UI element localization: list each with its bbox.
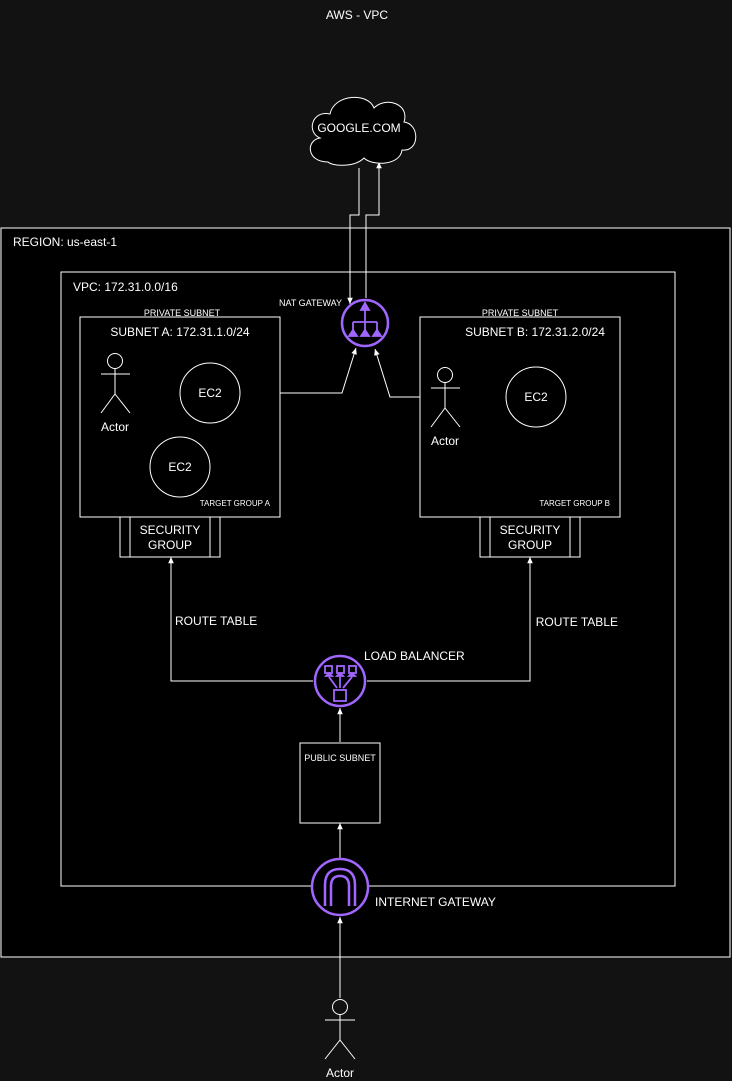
subnet-b-caption: PRIVATE SUBNET xyxy=(482,308,559,318)
internet-gateway-arch-outer xyxy=(323,867,357,906)
ec2-a1-node[interactable] xyxy=(179,362,241,424)
subnet-a[interactable]: PRIVATE SUBNET SUBNET A: 172.31.1.0/24 A… xyxy=(79,308,281,518)
actor-b-icon xyxy=(430,367,461,428)
route-table-a-label: ROUTE TABLE xyxy=(175,614,257,628)
load-balancer-label: LOAD BALANCER xyxy=(364,649,465,663)
nat-gateway-glyph xyxy=(347,301,383,337)
diagram-title: AWS - VPC xyxy=(326,8,389,22)
ec2-a2-label: EC2 xyxy=(168,460,192,474)
security-group-a-label-2: GROUP xyxy=(148,538,192,552)
security-group-a[interactable]: SECURITY GROUP xyxy=(119,516,221,558)
internet-gateway-icon xyxy=(310,857,370,917)
actor-a-label: Actor xyxy=(101,420,129,434)
edge-lb-to-sg-a xyxy=(168,557,313,682)
internet-label: GOOGLE.COM xyxy=(317,121,400,135)
user-actor-label: Actor xyxy=(326,1066,354,1080)
edge-nat-to-internet xyxy=(365,162,382,298)
load-balancer-icon xyxy=(313,654,367,708)
nat-gateway[interactable]: NAT GATEWAY xyxy=(279,298,390,348)
security-group-b-box xyxy=(479,516,581,558)
load-balancer[interactable]: LOAD BALANCER xyxy=(313,649,465,708)
subnet-a-caption: PRIVATE SUBNET xyxy=(144,308,221,318)
load-balancer-glyph xyxy=(323,665,358,702)
subnet-b-label: SUBNET B: 172.31.2.0/24 xyxy=(465,325,605,339)
nat-gateway-icon xyxy=(340,298,390,348)
security-group-a-box xyxy=(119,516,221,558)
edge-lb-to-sg-b xyxy=(367,557,533,682)
ec2-a1-label: EC2 xyxy=(198,386,222,400)
ec2-a2-node[interactable] xyxy=(149,436,211,498)
internet-gateway[interactable]: INTERNET GATEWAY xyxy=(310,857,496,917)
ec2-b1-label: EC2 xyxy=(524,390,548,404)
target-group-b-label: TARGET GROUP B xyxy=(539,499,610,508)
public-subnet-box xyxy=(299,742,381,824)
edge-internet-to-nat xyxy=(347,168,360,304)
ec2-b1-node[interactable] xyxy=(505,366,567,428)
target-group-a-label: TARGET GROUP A xyxy=(200,499,271,508)
vpc-label: VPC: 172.31.0.0/16 xyxy=(73,280,178,294)
public-subnet[interactable]: PUBLIC SUBNET xyxy=(299,742,381,824)
nat-gateway-label: NAT GATEWAY xyxy=(279,298,342,308)
cloud-shape xyxy=(310,96,417,166)
user-actor-icon xyxy=(324,999,356,1060)
subnet-b[interactable]: PRIVATE SUBNET SUBNET B: 172.31.2.0/24 A… xyxy=(419,308,621,518)
subnet-a-label: SUBNET A: 172.31.1.0/24 xyxy=(110,325,250,339)
route-table-b-label: ROUTE TABLE xyxy=(536,615,618,629)
internet-gateway-label: INTERNET GATEWAY xyxy=(375,895,496,909)
region-label: REGION: us-east-1 xyxy=(13,235,117,249)
security-group-b-label-2: GROUP xyxy=(508,538,552,552)
public-subnet-label: PUBLIC SUBNET xyxy=(304,753,376,763)
internet-cloud: GOOGLE.COM xyxy=(310,96,417,166)
security-group-b-label-1: SECURITY xyxy=(500,523,561,537)
actor-a-icon xyxy=(100,353,131,414)
security-group-a-label-1: SECURITY xyxy=(140,523,201,537)
actor-b-label: Actor xyxy=(431,434,459,448)
internet-gateway-arch-inner xyxy=(329,874,351,906)
security-group-b[interactable]: SECURITY GROUP xyxy=(479,516,581,558)
user-actor: Actor xyxy=(324,999,356,1080)
